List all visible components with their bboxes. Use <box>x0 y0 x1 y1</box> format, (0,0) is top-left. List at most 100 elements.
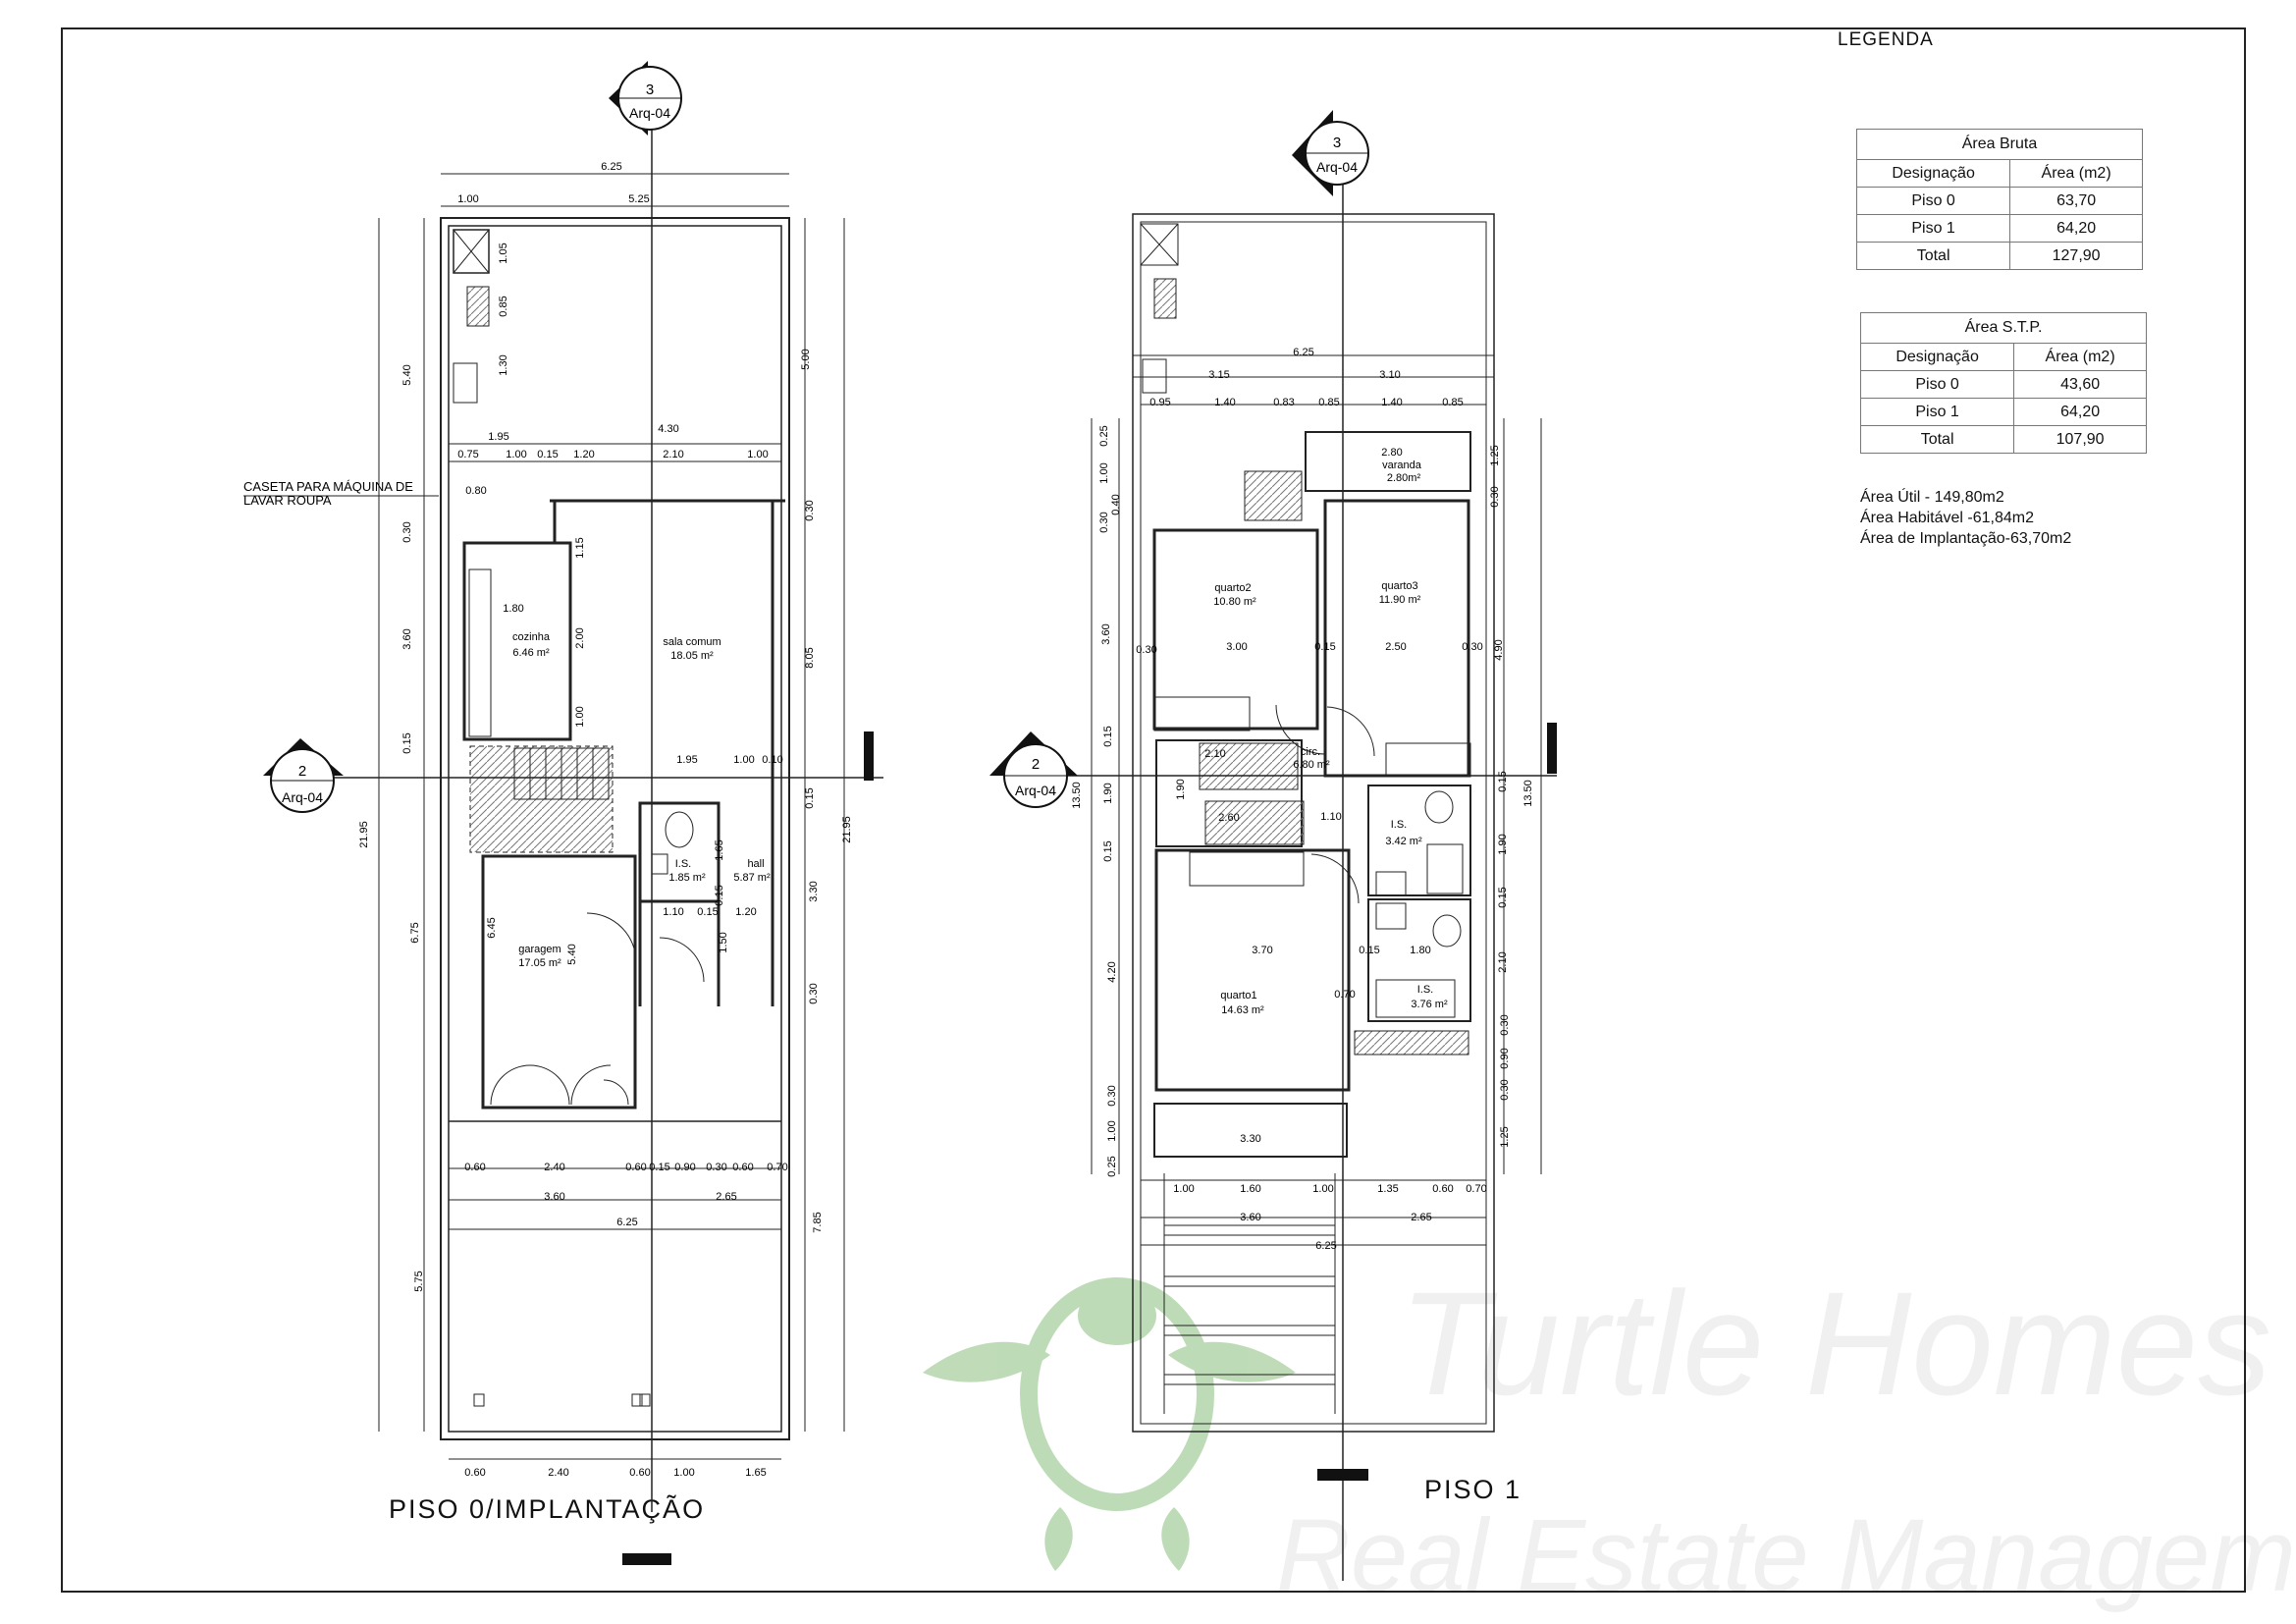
dimension-label: 0.15 <box>714 885 725 905</box>
dimension-label: 0.30 <box>804 500 816 520</box>
dimension-label: 8.05 <box>804 647 816 668</box>
dimension-label: 0.85 <box>1318 397 1339 408</box>
dimension-label: 1.40 <box>1214 397 1235 408</box>
section-sheet: Arq-04 <box>1316 159 1358 175</box>
dimension-label: 6.25 <box>616 1217 637 1228</box>
piso1-vertical-dimensions: 0.25 1.00 0.30 0.40 3.60 0.15 1.90 0.15 … <box>1071 425 1534 1176</box>
dimension-label: 2.40 <box>548 1467 568 1479</box>
watermark-brand-name: Turtle Homes <box>1399 1261 2271 1426</box>
dimension-label: 3.10 <box>1379 369 1400 381</box>
section-marker-2-piso0: 2 Arq-04 <box>263 738 344 813</box>
dimension-label: 1.20 <box>735 906 756 918</box>
dimension-label: 0.15 <box>1102 726 1114 746</box>
dimension-label: 0.95 <box>1149 397 1170 408</box>
dimension-label: 3.30 <box>1240 1133 1260 1145</box>
dimension-label: 2.50 <box>1385 641 1406 653</box>
room-area: 14.63 m² <box>1221 1004 1264 1016</box>
section-sheet: Arq-04 <box>282 789 323 805</box>
dimension-label: 1.80 <box>503 603 523 615</box>
dimension-label: 5.40 <box>566 944 578 964</box>
dimension-label: 6.45 <box>486 917 498 938</box>
dimension-label: 1.20 <box>573 449 594 460</box>
sheet-border <box>61 27 2246 1593</box>
dimension-label: 0.30 <box>706 1162 726 1173</box>
dimension-label: 1.90 <box>1175 779 1187 799</box>
table-header: Designação <box>1859 343 2015 371</box>
dimension-label: 3.60 <box>544 1191 564 1203</box>
room-area: 6.80 m² <box>1293 759 1330 771</box>
room-name: circ. <box>1301 746 1320 758</box>
room-area: 18.05 m² <box>670 650 714 662</box>
dimension-label: 1.50 <box>718 932 729 952</box>
dimension-label: 2.10 <box>1204 748 1225 760</box>
dimension-label: 0.75 <box>457 449 478 460</box>
dimension-label: 1.95 <box>676 754 697 766</box>
table-cell: Piso 1 <box>1855 214 2011 243</box>
dimension-label: 0.30 <box>1499 1014 1511 1035</box>
dimension-label: 0.30 <box>1462 641 1482 653</box>
section-marker-2-piso1: 2 Arq-04 <box>989 731 1078 808</box>
dimension-label: 3.00 <box>1226 641 1247 653</box>
dimension-label: 1.25 <box>1499 1126 1511 1147</box>
dimension-label: 13.50 <box>1522 780 1534 807</box>
dimension-label: 3.30 <box>808 881 820 901</box>
dimension-label: 1.90 <box>1102 783 1114 803</box>
dimension-label: 0.15 <box>697 906 718 918</box>
dimension-label: 4.30 <box>658 423 678 435</box>
piso1-dimensions: 6.25 3.15 3.10 0.95 1.40 0.83 0.85 1.40 … <box>1136 347 1486 1252</box>
area-habitavel-note: Área Habitável -61,84m2 <box>1860 510 2034 526</box>
room-area: 11.90 m² <box>1379 594 1421 606</box>
dimension-label: 1.00 <box>1106 1120 1118 1141</box>
room-name: I.S. <box>675 858 692 870</box>
dimension-label: 5.00 <box>800 349 812 369</box>
room-area: 3.42 m² <box>1385 836 1422 847</box>
dimension-label: 3.60 <box>401 628 413 649</box>
area-bruta-caption: Área Bruta <box>1856 129 2143 160</box>
dimension-label: 0.60 <box>464 1162 485 1173</box>
dimension-label: 0.30 <box>401 521 413 542</box>
dimension-label: 5.75 <box>413 1271 425 1291</box>
dimension-label: 1.65 <box>745 1467 766 1479</box>
dimension-label: 0.90 <box>1499 1048 1511 1068</box>
dimension-label: 1.00 <box>733 754 754 766</box>
room-area: 5.87 m² <box>733 872 771 884</box>
dimension-label: 1.00 <box>574 706 586 727</box>
dimension-label: 6.25 <box>1315 1240 1336 1252</box>
dimension-label: 13.50 <box>1071 782 1083 809</box>
dimension-label: 0.60 <box>629 1467 650 1479</box>
dimension-label: 3.60 <box>1100 623 1112 644</box>
dimension-label: 1.15 <box>574 537 586 558</box>
room-area: 1.85 m² <box>668 872 706 884</box>
table-header: Área (m2) <box>2013 343 2147 371</box>
room-name: cozinha <box>512 631 551 643</box>
dimension-label: 1.10 <box>1320 811 1341 823</box>
area-implantacao-note: Área de Implantação-63,70m2 <box>1860 530 2072 547</box>
dimension-label: 0.30 <box>1136 644 1156 656</box>
table-header: Área (m2) <box>2009 159 2143 188</box>
dimension-label: 5.25 <box>628 193 649 205</box>
dimension-label: 0.25 <box>1098 425 1110 446</box>
room-name: quarto2 <box>1214 582 1251 594</box>
table-cell: 64,20 <box>2013 398 2147 426</box>
dimension-label: 0.30 <box>1489 486 1501 507</box>
dimension-label: 0.15 <box>1497 887 1509 907</box>
dimension-label: 1.65 <box>714 839 725 860</box>
section-number: 3 <box>646 81 654 98</box>
dimension-label: 2.00 <box>574 627 586 648</box>
dimension-label: 0.90 <box>674 1162 695 1173</box>
dimension-label: 1.80 <box>1410 945 1430 956</box>
piso0-dimensions: 6.25 1.00 5.25 1.95 4.30 0.75 1.00 0.15 … <box>457 161 787 1479</box>
dimension-label: 0.85 <box>1442 397 1463 408</box>
table-cell: Piso 0 <box>1859 370 2015 399</box>
dimension-label: 4.90 <box>1493 639 1505 660</box>
dimension-label: 2.10 <box>663 449 683 460</box>
dimension-label: 0.60 <box>464 1467 485 1479</box>
room-area: 3.76 m² <box>1411 999 1448 1010</box>
dimension-label: 1.00 <box>747 449 768 460</box>
dimension-label: 1.00 <box>673 1467 694 1479</box>
